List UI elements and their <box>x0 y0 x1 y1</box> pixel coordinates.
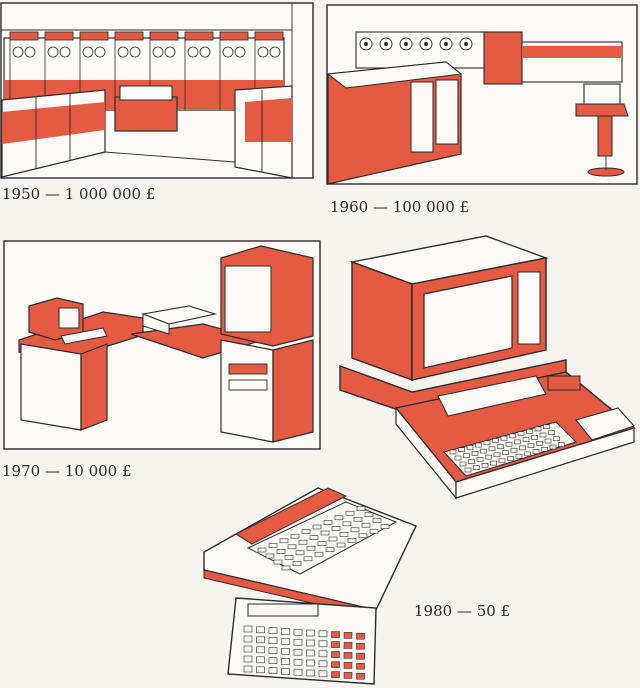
illustration-1960-computer-room <box>326 4 640 186</box>
illustration-1980-home-computer-calculator <box>196 486 418 686</box>
caption-1960: 1960 — 100 000 £ <box>330 198 470 216</box>
illustration-1950-mainframe-room <box>0 2 315 180</box>
caption-1970: 1970 — 10 000 £ <box>2 462 132 480</box>
caption-1950: 1950 — 1 000 000 £ <box>2 185 156 203</box>
illustration-desktop-computer <box>336 232 638 504</box>
illustration-1970-minicomputer <box>3 240 323 452</box>
caption-1980: 1980 — 50 £ <box>414 602 511 620</box>
